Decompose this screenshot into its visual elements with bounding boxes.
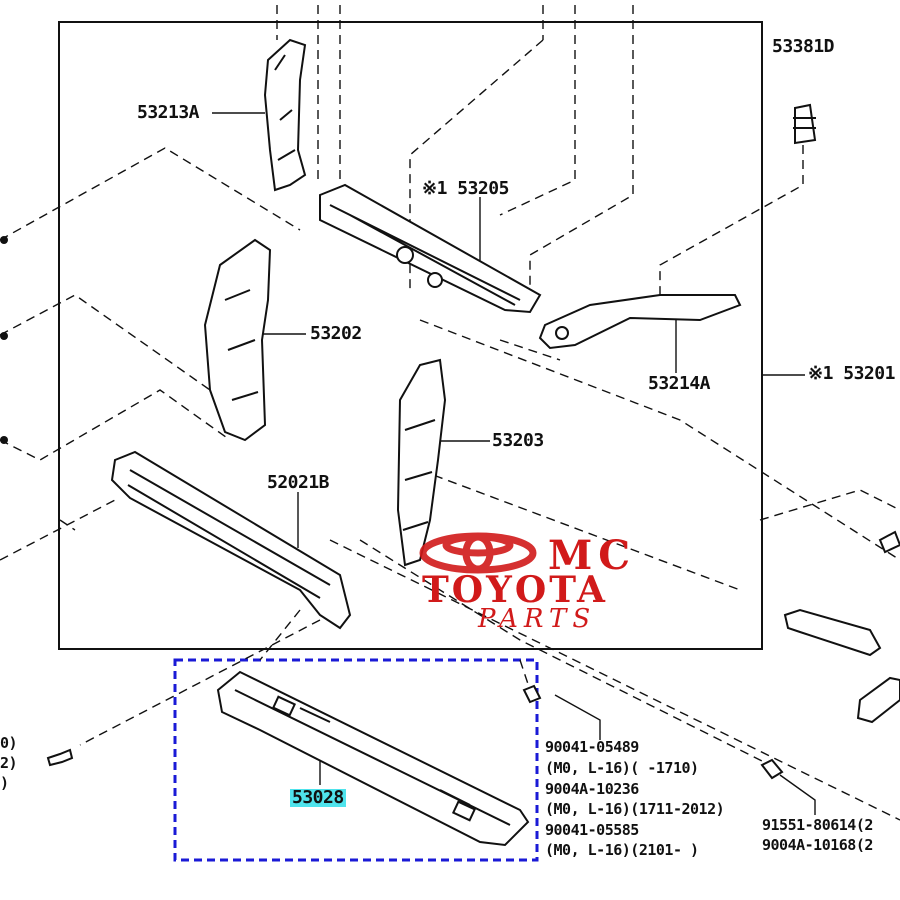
- edge-label-3: ): [0, 774, 9, 792]
- dashed-guide-lines: [0, 5, 900, 821]
- part-right-bracket: [783, 608, 900, 724]
- label-53202[interactable]: 53202: [310, 323, 362, 344]
- part-53381d: [793, 103, 817, 145]
- label-53028[interactable]: 53028: [290, 787, 346, 808]
- edge-label-2: 2): [0, 754, 18, 772]
- label-53201[interactable]: ※1 53201: [808, 363, 895, 384]
- left-edge-bolts: [0, 236, 8, 444]
- part-52021b: [110, 450, 352, 630]
- label-53205[interactable]: ※1 53205: [422, 178, 509, 199]
- watermark-mc: MC: [548, 532, 637, 579]
- edge-label-1: 0): [0, 734, 18, 752]
- watermark-toyota: TOYOTA: [422, 569, 608, 611]
- bolts: [46, 530, 900, 780]
- bolt-spec-2: (M0, L-16)(1711-2012): [545, 800, 725, 818]
- bolt-spec-3: (M0, L-16)(2101- ): [545, 841, 699, 859]
- assembly-frame: [58, 21, 763, 650]
- part-53205: [319, 183, 542, 314]
- bolt-spec-1: (M0, L-16)( -1710): [545, 759, 699, 777]
- part-53214a: [538, 294, 742, 350]
- bolt-label-9004a-10236[interactable]: 9004A-10236: [545, 780, 639, 798]
- bolt-label-91551-80614[interactable]: 91551-80614(2: [762, 816, 873, 834]
- bolt-label-9004a-10168[interactable]: 9004A-10168(2: [762, 836, 873, 854]
- part-53203: [396, 358, 447, 567]
- highlighted-part-box: [173, 658, 539, 862]
- bolt-label-90041-05585[interactable]: 90041-05585: [545, 821, 639, 839]
- label-53213a[interactable]: 53213A: [137, 102, 200, 123]
- label-53203[interactable]: 53203: [492, 430, 544, 451]
- bolt-label-90041-05489[interactable]: 90041-05489: [545, 738, 639, 756]
- label-52021b[interactable]: 52021B: [267, 472, 330, 493]
- watermark-parts: PARTS: [478, 604, 597, 634]
- part-53028: [216, 670, 530, 847]
- label-53214a[interactable]: 53214A: [648, 373, 711, 394]
- label-53381d[interactable]: 53381D: [772, 36, 835, 57]
- toyota-logo-watermark: [419, 532, 537, 574]
- part-53202: [203, 238, 272, 442]
- part-53213a: [263, 38, 307, 192]
